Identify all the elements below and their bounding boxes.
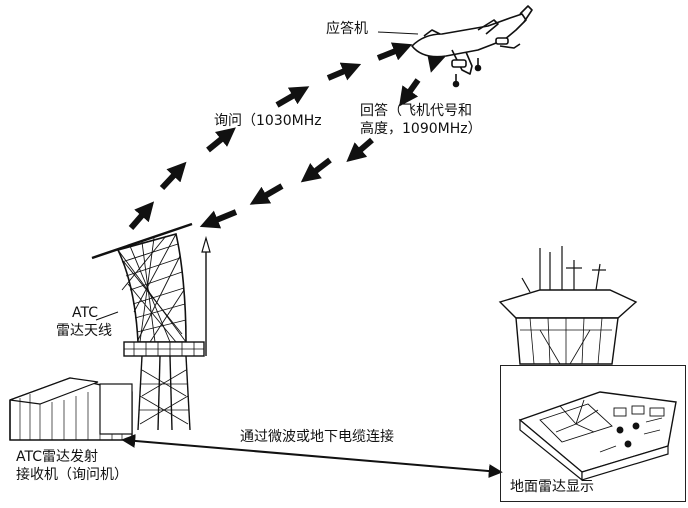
antenna-leader-line [95,311,119,321]
reply-arrow-5 [249,183,284,205]
interrogation-signal-arrows [128,42,413,230]
antenna-label-line2: 雷达天线 [56,323,112,339]
transceiver-label: ATC雷达发射 接收机（询问机） [16,448,128,484]
reply-arrow-2 [399,78,421,107]
atc-radar-antenna-icon [91,222,211,431]
interrogation-arrow-5 [326,62,362,81]
ground-display-label: 地面雷达显示 [510,479,594,495]
transceiver-building-icon [9,377,133,441]
aircraft-icon [411,5,533,88]
reply-label-line2: 高度，1090MHz） [360,121,482,137]
reply-arrow-6 [199,209,238,229]
transponder-leader-line [377,31,419,35]
link-label: 通过微波或地下电缆连接 [240,429,394,445]
control-tower-icon [498,246,638,365]
reply-arrow-4 [300,157,332,183]
antenna-label: ATC 雷达天线 [56,304,112,340]
radar-display-console-icon [518,391,677,482]
interrogation-arrow-2 [159,161,187,191]
transceiver-label-line1: ATC雷达发射 [16,449,98,465]
transponder-label: 应答机 [326,21,368,37]
reply-label-line1: 回答（飞机代号和 [360,103,472,119]
interrogation-arrow-6 [376,42,413,61]
antenna-label-line1: ATC [72,305,98,321]
interrogation-arrow-4 [275,86,310,108]
transceiver-label-line2: 接收机（询问机） [16,467,128,483]
ground-display-inset-frame [500,365,686,502]
interrogation-arrow-3 [206,127,236,153]
reply-label: 回答（飞机代号和 高度，1090MHz） [360,102,482,138]
reply-arrow-3 [346,137,374,162]
interrogation-arrow-1 [128,201,155,230]
interrogation-label: 询问（1030MHz [214,113,322,129]
link-connection [121,433,503,479]
